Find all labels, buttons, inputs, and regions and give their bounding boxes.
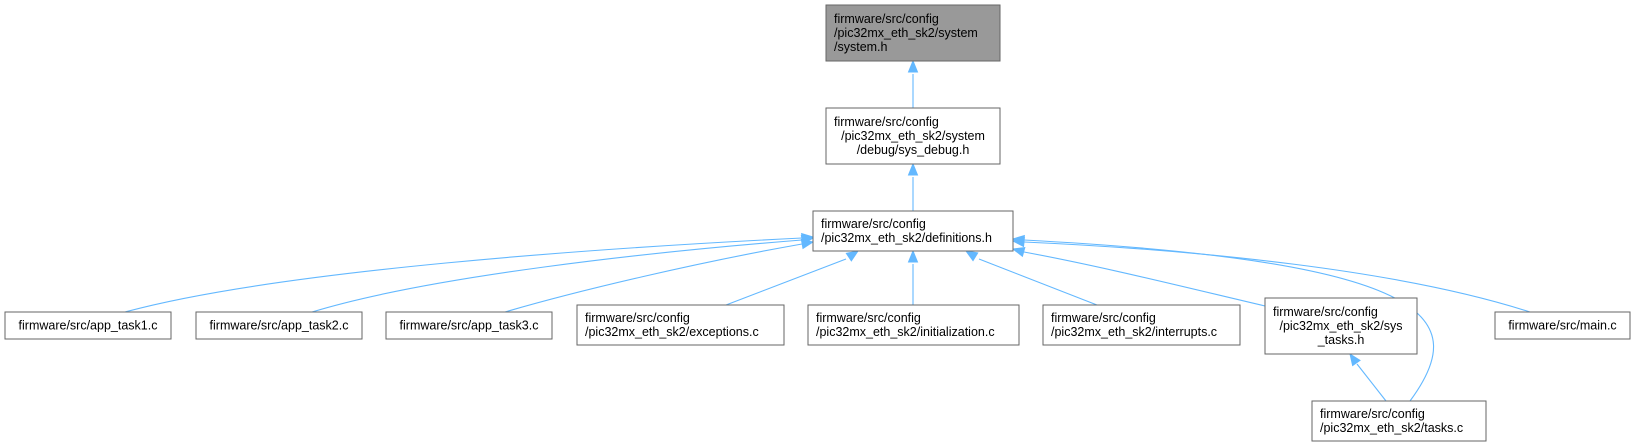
node-label-line: _tasks.h xyxy=(1317,333,1365,347)
node-label-line: /pic32mx_eth_sk2/initialization.c xyxy=(816,325,995,339)
node-label-line: /pic32mx_eth_sk2/definitions.h xyxy=(821,231,992,245)
node-box xyxy=(807,304,1020,346)
node-label-line: /debug/sys_debug.h xyxy=(857,143,970,157)
node-box xyxy=(825,4,1001,62)
edge-line xyxy=(311,239,803,313)
edge-app_task3_c-to-definitions_h xyxy=(504,238,815,313)
node-label-line: /pic32mx_eth_sk2/exceptions.c xyxy=(585,325,759,339)
edge-line xyxy=(725,258,847,306)
node-label-line: /system.h xyxy=(834,40,888,54)
node-label-line: firmware/src/config xyxy=(816,311,921,325)
node-box xyxy=(385,311,553,340)
node-label-line: firmware/src/config xyxy=(821,217,926,231)
arrowhead xyxy=(964,250,979,262)
edge-initialization_c-to-definitions_h xyxy=(907,249,919,305)
arrowhead xyxy=(800,238,815,250)
node-box xyxy=(195,311,363,340)
node-label-line: firmware/src/app_task2.c xyxy=(210,319,349,333)
edge-line xyxy=(1023,251,1266,307)
node-label-line: /pic32mx_eth_sk2/tasks.c xyxy=(1320,421,1463,435)
node-box xyxy=(1494,311,1631,340)
node-main-c[interactable]: firmware/src/main.c xyxy=(1494,311,1631,340)
node-app-task3-c[interactable]: firmware/src/app_task3.c xyxy=(385,311,553,340)
node-box xyxy=(1264,297,1418,355)
edge-line xyxy=(1023,241,1531,313)
node-app-task2-c[interactable]: firmware/src/app_task2.c xyxy=(195,311,363,340)
node-interrupts-c[interactable]: firmware/src/config/pic32mx_eth_sk2/inte… xyxy=(1042,304,1241,346)
node-app-task1-c[interactable]: firmware/src/app_task1.c xyxy=(4,311,172,340)
node-system-h[interactable]: firmware/src/config/pic32mx_eth_sk2/syst… xyxy=(825,4,1001,62)
node-box xyxy=(812,210,1014,252)
node-label-line: /pic32mx_eth_sk2/sys xyxy=(1280,319,1403,333)
node-label-line: firmware/src/config xyxy=(834,115,939,129)
edge-line xyxy=(124,237,803,313)
arrowhead xyxy=(845,250,860,262)
node-sys-debug-h[interactable]: firmware/src/config/pic32mx_eth_sk2/syst… xyxy=(825,107,1001,165)
edge-tasks_c-to-sys_tasks_h xyxy=(1349,352,1387,402)
node-label-line: /pic32mx_eth_sk2/system xyxy=(841,129,985,143)
graph-nodes: firmware/src/config/pic32mx_eth_sk2/syst… xyxy=(4,4,1631,442)
node-box xyxy=(4,311,172,340)
edge-line xyxy=(504,243,803,313)
node-box xyxy=(825,107,1001,165)
node-exceptions-c[interactable]: firmware/src/config/pic32mx_eth_sk2/exce… xyxy=(576,304,785,346)
arrowhead xyxy=(907,59,919,73)
arrowhead xyxy=(907,249,919,263)
node-box xyxy=(1042,304,1241,346)
node-label-line: firmware/src/config xyxy=(585,311,690,325)
edge-definitions_h-to-sys_debug_h xyxy=(907,162,919,211)
node-box xyxy=(576,304,785,346)
node-label-line: firmware/src/config xyxy=(834,12,939,26)
edge-sys_debug_h-to-system_h xyxy=(907,59,919,108)
edge-exceptions_c-to-definitions_h xyxy=(725,250,860,306)
node-label-line: firmware/src/config xyxy=(1273,305,1378,319)
node-initialization-c[interactable]: firmware/src/config/pic32mx_eth_sk2/init… xyxy=(807,304,1020,346)
node-label-line: firmware/src/config xyxy=(1320,407,1425,421)
arrowhead xyxy=(1349,352,1361,367)
node-label-line: /pic32mx_eth_sk2/system xyxy=(834,26,978,40)
edge-line xyxy=(1356,363,1387,402)
node-label-line: firmware/src/main.c xyxy=(1508,319,1616,333)
edge-line xyxy=(978,258,1098,306)
edge-interrupts_c-to-definitions_h xyxy=(964,250,1098,306)
arrowhead xyxy=(907,162,919,176)
node-label-line: firmware/src/app_task1.c xyxy=(19,319,158,333)
graph-edges xyxy=(124,59,1531,402)
node-label-line: /pic32mx_eth_sk2/interrupts.c xyxy=(1051,325,1217,339)
node-label-line: firmware/src/config xyxy=(1051,311,1156,325)
arrowhead xyxy=(1011,234,1025,246)
node-sys-tasks-h[interactable]: firmware/src/config/pic32mx_eth_sk2/sys_… xyxy=(1264,297,1418,355)
arrowhead xyxy=(1011,246,1026,258)
edge-app_task1_c-to-definitions_h xyxy=(124,232,815,313)
node-tasks-c[interactable]: firmware/src/config/pic32mx_eth_sk2/task… xyxy=(1311,400,1487,442)
node-box xyxy=(1311,400,1487,442)
edge-sys_tasks_h-to-definitions_h xyxy=(1011,246,1266,307)
node-label-line: firmware/src/app_task3.c xyxy=(400,319,539,333)
node-definitions-h[interactable]: firmware/src/config/pic32mx_eth_sk2/defi… xyxy=(812,210,1014,252)
